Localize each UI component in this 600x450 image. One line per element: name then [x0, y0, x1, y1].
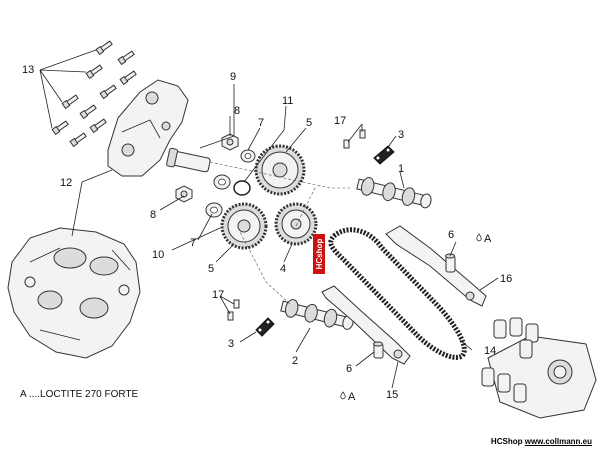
loctite-drop-lower: [340, 391, 346, 400]
washer-lower: [205, 202, 223, 218]
callout-7-upper: 7: [258, 117, 264, 129]
timing-chain: [328, 227, 467, 360]
callout-6-upper: 6: [448, 229, 454, 241]
pin-upper: [445, 253, 456, 273]
leader-lines: [39, 49, 499, 389]
callout-11: 11: [282, 95, 293, 107]
loctite-note: A ....LOCTITE 270 FORTE: [20, 389, 139, 400]
callout-labels: 13 9 8 7 11 5 17 3 1 12 8 10 7 5 4 6 A 1…: [22, 64, 512, 403]
valve-train-assembly: [481, 317, 597, 419]
callout-8-lower: 8: [150, 209, 156, 221]
callout-17-upper: 17: [334, 115, 346, 127]
callout-14: 14: [484, 345, 496, 357]
callout-12: 12: [60, 177, 72, 189]
callout-1: 1: [398, 163, 404, 175]
camshaft-lower: [280, 299, 354, 330]
callout-7-lower: 7: [190, 237, 196, 249]
callout-13: 13: [22, 64, 34, 76]
o-ring: [233, 180, 251, 196]
gear-lower-left: [220, 202, 268, 250]
retaining-plate-upper: [343, 129, 395, 165]
shop-footer: HCShop www.collmann.eu: [491, 437, 592, 446]
gear-upper: [254, 144, 306, 196]
washer-left: [213, 174, 231, 190]
drive-shaft: [166, 147, 211, 173]
footer-shop-name: HCShop: [490, 437, 523, 446]
callout-15: 15: [386, 389, 398, 401]
tensioner-slider: [321, 285, 411, 365]
callout-5-upper: 5: [306, 117, 312, 129]
callout-10: 10: [152, 249, 164, 261]
callout-3-upper: 3: [398, 129, 404, 141]
retaining-plate-lower: [227, 299, 275, 337]
nut-upper: [221, 133, 239, 151]
callout-A-lower: A: [348, 391, 356, 403]
cam-carrier-bracket: [107, 79, 189, 177]
callout-A-upper: A: [484, 233, 492, 245]
callout-8-upper: 8: [234, 105, 240, 117]
gear-lower-right: [274, 202, 318, 246]
callout-3-lower: 3: [228, 338, 234, 350]
callout-4: 4: [280, 263, 286, 275]
callout-9: 9: [230, 71, 236, 83]
callout-6-lower: 6: [346, 363, 352, 375]
camshaft-upper: [356, 177, 432, 209]
hcshop-watermark: HCshop: [313, 234, 325, 274]
svg-text:HCshop: HCshop: [315, 239, 324, 270]
callout-17-lower: 17: [212, 289, 224, 301]
bolt-set: [51, 40, 137, 148]
footer-site-link[interactable]: www.collmann.eu: [524, 437, 592, 446]
callout-5-lower: 5: [208, 263, 214, 275]
assembly-lines: [209, 161, 352, 305]
callout-16: 16: [500, 273, 512, 285]
callout-2: 2: [292, 355, 298, 367]
pin-lower: [373, 341, 384, 359]
washer-upper: [240, 149, 256, 163]
chain-guide: [385, 225, 487, 307]
cylinder-head: [7, 227, 141, 359]
loctite-drop-upper: [476, 233, 482, 242]
